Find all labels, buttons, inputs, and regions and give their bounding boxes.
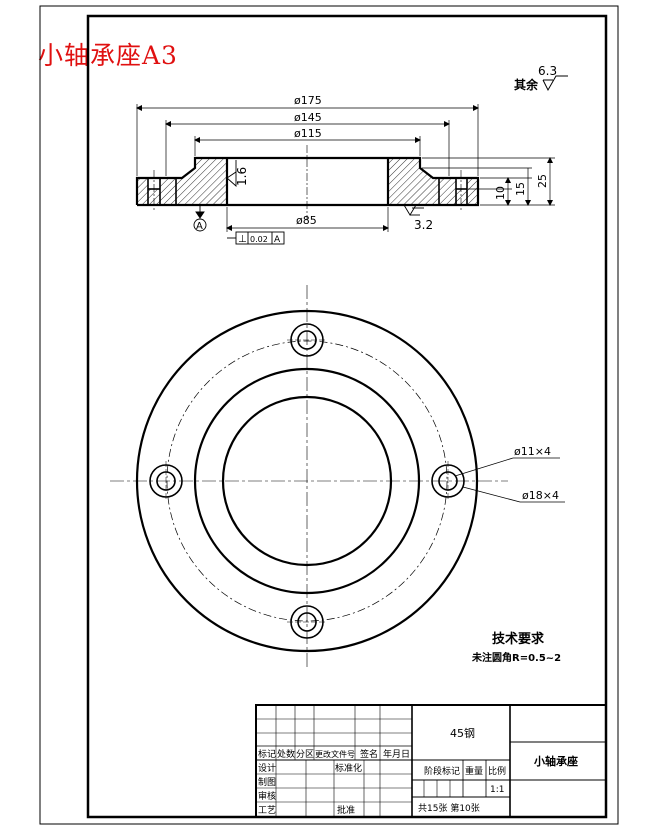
row-drawing: 制图 (258, 776, 276, 788)
hole-leaders (454, 457, 565, 503)
outer-border (39, 5, 619, 825)
tolerance-value: 0.02 (250, 235, 268, 244)
dim-d85: ø85 (296, 214, 317, 227)
header-sign: 签名 (360, 748, 378, 760)
header-count: 处数 (277, 748, 295, 760)
header-mark: 标记 (258, 748, 276, 760)
hole-small-label: ø11×4 (514, 445, 551, 458)
bolt-holes (149, 323, 465, 639)
tolerance-symbol: ⊥ (238, 234, 247, 245)
roughness-bore-symbol (226, 160, 237, 188)
roughness-symbol (542, 75, 568, 92)
notes-heading: 技术要求 (492, 631, 545, 647)
material-label: 45钢 (450, 727, 475, 740)
row-check: 审核 (258, 790, 276, 802)
roughness-value: 6.3 (538, 64, 557, 78)
dim-d145: ø145 (294, 111, 322, 124)
stage-label: 阶段标记 (424, 765, 460, 777)
tolerance-datum: A (274, 235, 281, 245)
header-date: 年月日 (383, 748, 410, 760)
plan-view (110, 285, 508, 670)
part-name: 小轴承座 (533, 754, 578, 768)
section-view (135, 145, 480, 220)
datum-symbol (193, 205, 207, 232)
dimension-lines (136, 104, 555, 232)
title-block-grid (255, 704, 607, 818)
dim-h25: 25 (536, 174, 549, 188)
tolerance-frame (227, 231, 285, 245)
header-zone: 分区 (296, 749, 314, 760)
scale-label: 比例 (488, 765, 506, 777)
row-process: 工艺 (258, 805, 276, 816)
roughness-bore-value: 1.6 (235, 167, 249, 186)
dim-h15: 15 (514, 182, 527, 196)
dim-d175: ø175 (294, 94, 322, 107)
dim-d115: ø115 (294, 127, 322, 140)
drawing-title: 小轴承座A3 (38, 41, 178, 70)
roughness-prefix: 其余 (514, 77, 539, 92)
approve-label: 批准 (337, 804, 355, 816)
weight-label: 重量 (465, 765, 483, 777)
dim-h10: 10 (494, 186, 507, 200)
roughness-face-value: 3.2 (414, 218, 433, 232)
datum-letter: A (196, 221, 203, 232)
std-label: 标准化 (335, 762, 362, 774)
hole-large-label: ø18×4 (522, 489, 559, 502)
row-design: 设计 (258, 762, 276, 774)
header-change-doc: 更改文件号 (315, 749, 355, 759)
scale-value: 1:1 (490, 785, 504, 795)
roughness-face-symbol (403, 204, 424, 216)
sheet-count: 共15张 第10张 (418, 802, 480, 814)
notes-line1: 未注圆角R=0.5~2 (471, 651, 561, 664)
